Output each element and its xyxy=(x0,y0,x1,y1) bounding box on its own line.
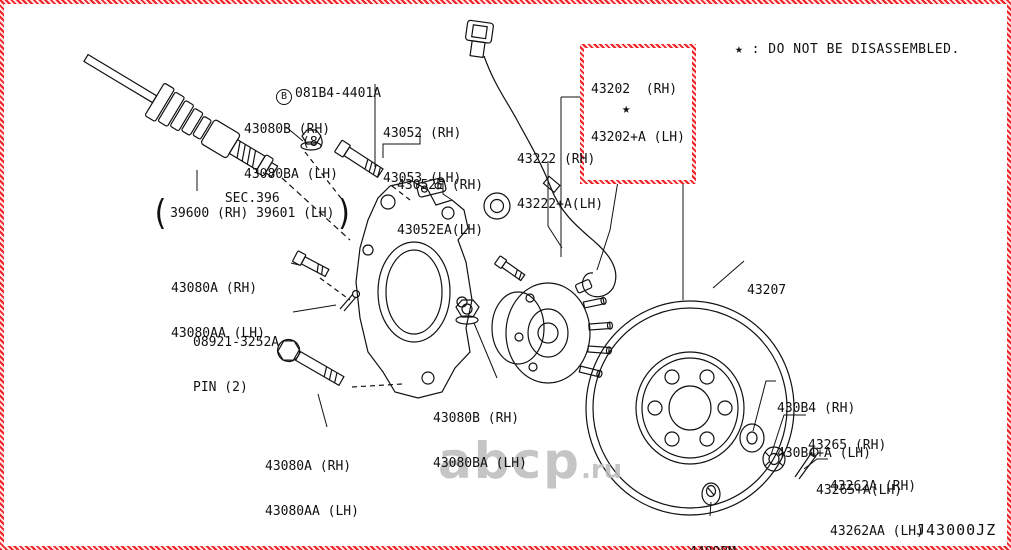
bolt-43080a-lower xyxy=(276,338,345,387)
label-43265[interactable]: 43265 (RH) 43265+A(LH) xyxy=(808,438,903,498)
label-43262a[interactable]: 43262A (RH) 43262AA (LH) xyxy=(830,479,924,539)
cap-44098m xyxy=(701,482,721,506)
nut-43080b-top xyxy=(300,129,322,151)
drive-shaft-drawing xyxy=(83,53,279,178)
do-not-disassemble-note: ★ : DO NOT BE DISASSEMBLED. xyxy=(735,42,960,57)
locknut-43265 xyxy=(762,446,786,472)
washer-430b4 xyxy=(739,423,765,453)
label-43207[interactable]: 43207 xyxy=(747,283,787,298)
label-43080b-bottom[interactable]: 43080B (RH) 43080BA (LH) xyxy=(433,411,527,471)
abs-sensor-harness xyxy=(465,19,617,298)
watermark-suffix: .ru xyxy=(580,455,623,485)
label-43080a-left[interactable]: 43080A (RH) 43080AA (LH) xyxy=(171,281,265,341)
label-43222[interactable]: 43222 (RH) 43222+A(LH) xyxy=(517,152,604,212)
bolt-43080a-upper xyxy=(292,250,330,278)
label-43052[interactable]: 43052 (RH) 43053 (LH) xyxy=(383,126,462,186)
label-pin-08921[interactable]: 08921-3252A PIN (2) xyxy=(193,335,280,395)
bushing-ring xyxy=(483,192,511,220)
label-sec396[interactable]: SEC.396 ( 39600 (RH) 39601 (LH) ) xyxy=(151,191,354,234)
label-43080b-top[interactable]: 43080B (RH) 43080BA (LH) xyxy=(244,122,338,182)
star-icon: ★ xyxy=(622,101,631,117)
bolt-hub-small xyxy=(494,255,526,282)
label-430b4[interactable]: 430B4 (RH) 430B4+A (LH) xyxy=(777,401,871,461)
label-44098m[interactable]: 44098M xyxy=(689,515,736,550)
circled-b-icon: B xyxy=(276,89,292,105)
hub-bearing-drawing xyxy=(491,282,614,384)
nut-43080b-lower xyxy=(455,299,480,325)
diagram-code: J43000JZ xyxy=(916,521,997,539)
bolt-081b4 xyxy=(334,139,384,179)
brake-rotor-drawing xyxy=(585,300,795,516)
label-43202-highlighted[interactable]: 43202 (RH) 43202+A (LH) xyxy=(580,44,696,184)
label-43080a-bottom[interactable]: 43080A (RH) 43080AA (LH) xyxy=(265,459,359,519)
watermark: abcp.ru xyxy=(438,432,622,490)
label-43052e[interactable]: 43052E (RH) 43052EA(LH) xyxy=(397,178,484,238)
big-paren-close: ) xyxy=(335,193,354,234)
cotter-pin-08921 xyxy=(339,289,361,312)
cotter-pin-43262a xyxy=(794,447,819,480)
big-paren-open: ( xyxy=(151,193,170,234)
knuckle-drawing xyxy=(355,177,473,399)
watermark-main: abcp xyxy=(438,432,581,490)
